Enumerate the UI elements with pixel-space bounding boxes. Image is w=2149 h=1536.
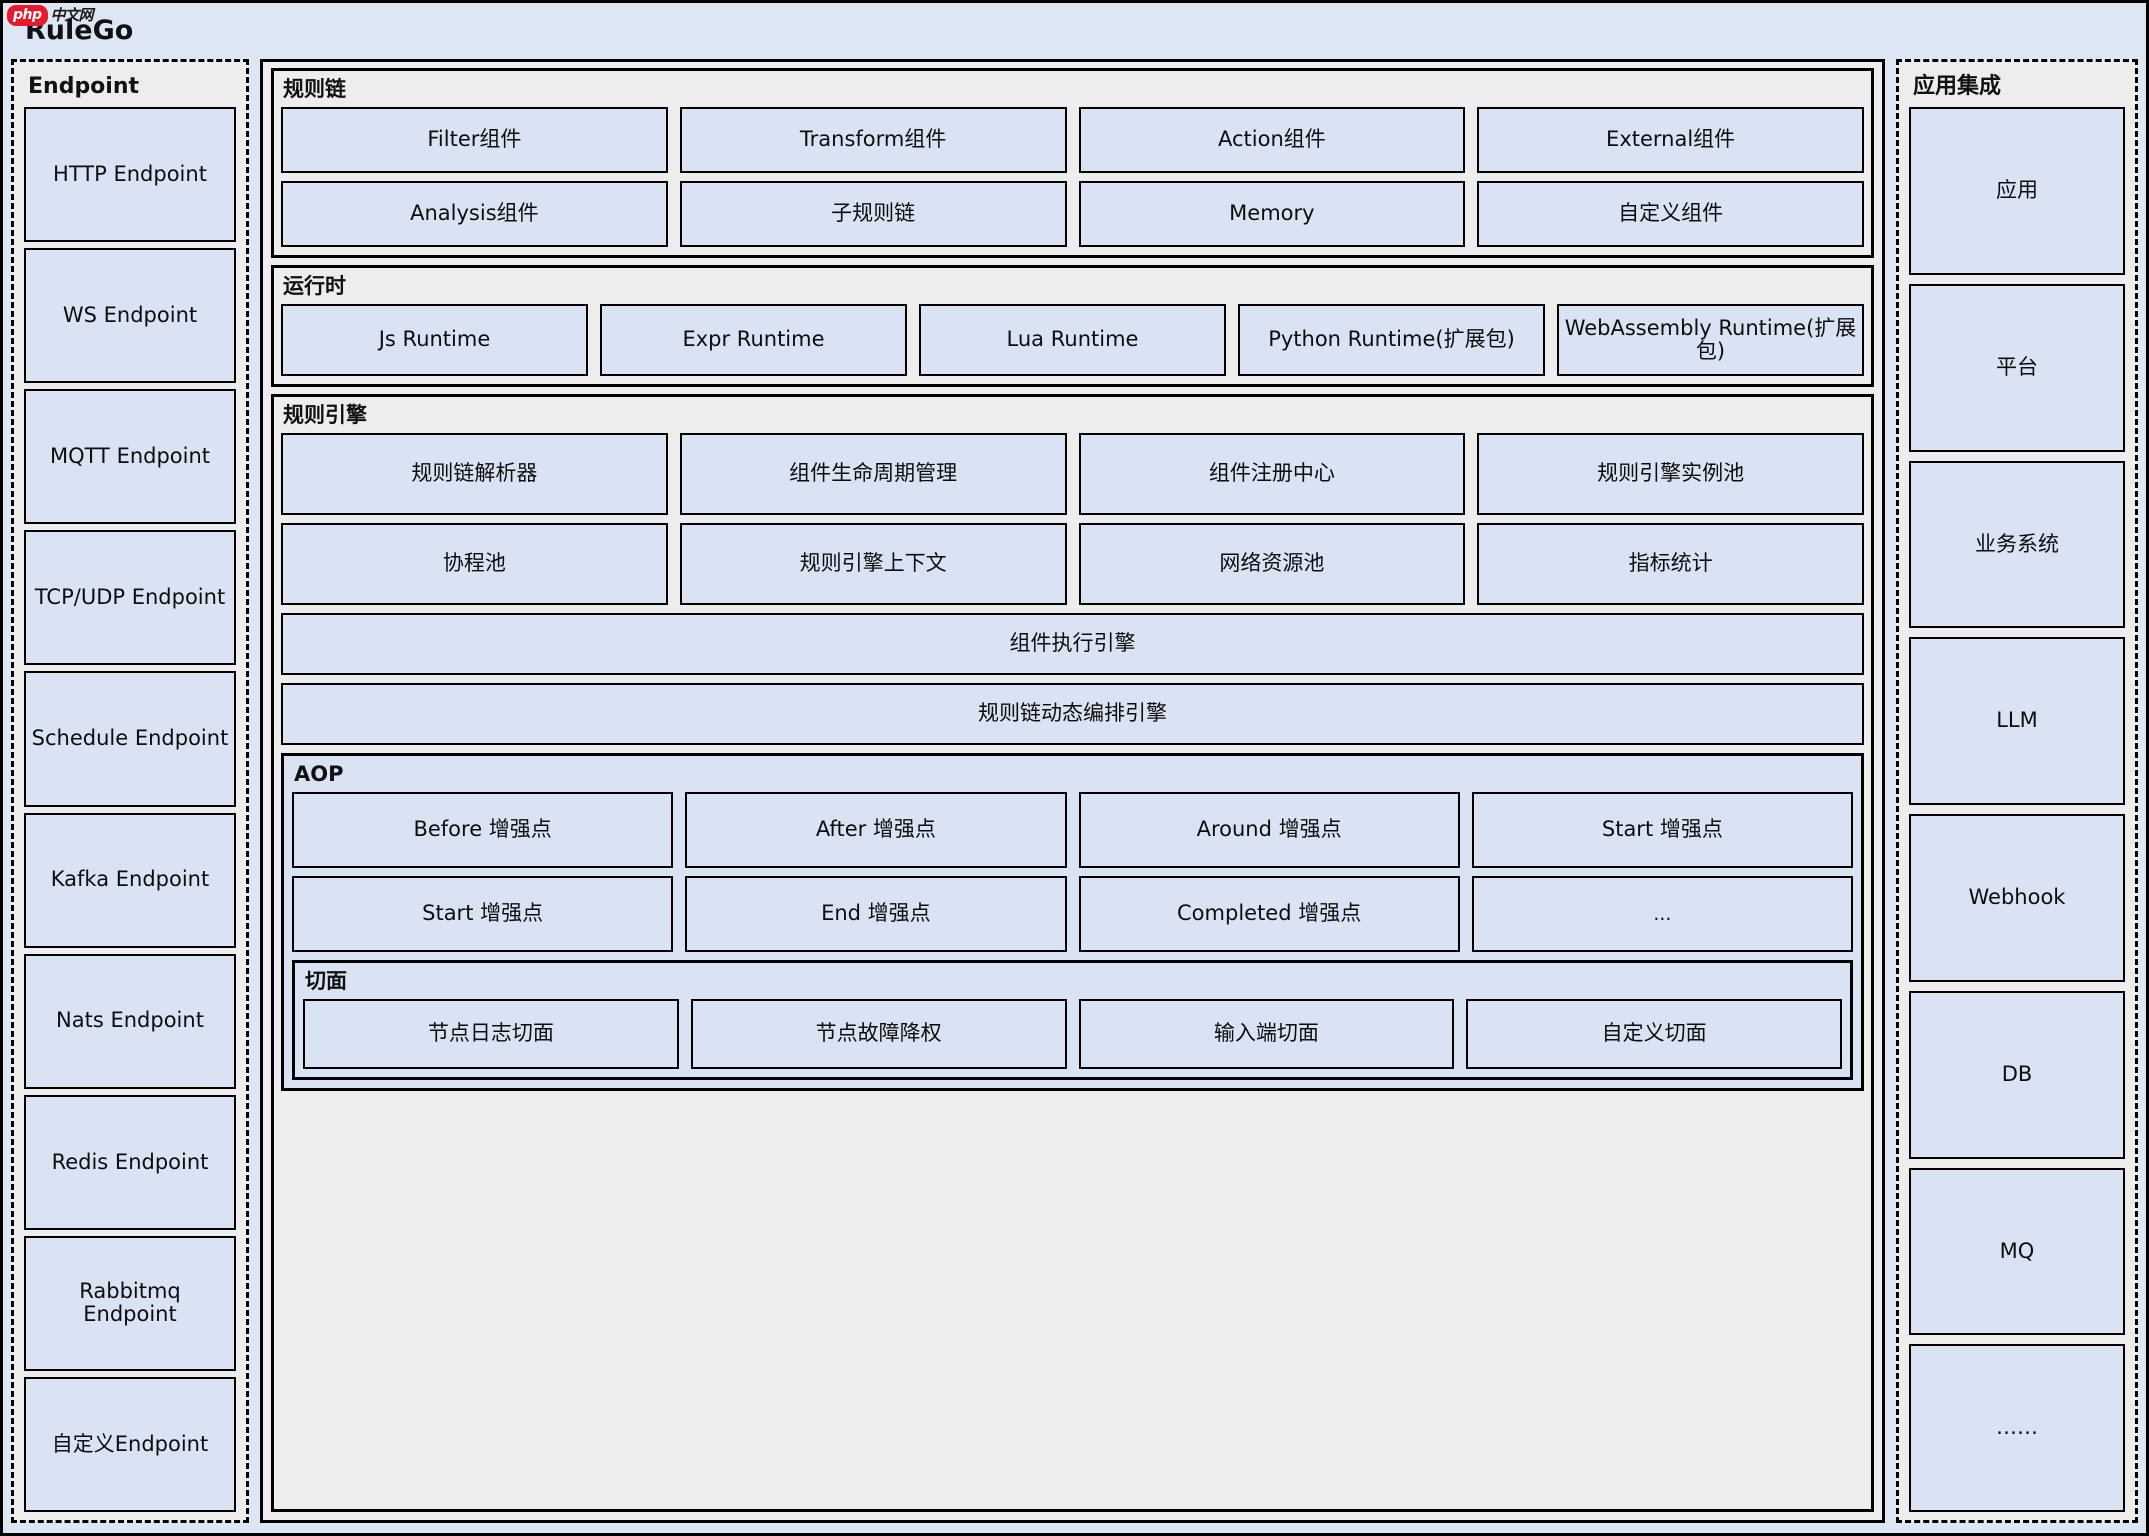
aspect-row: 节点日志切面 节点故障降权 输入端切面 自定义切面	[303, 999, 1842, 1070]
aop-end-point[interactable]: End 增强点	[685, 876, 1067, 953]
aspect-panel: 切面 节点日志切面 节点故障降权 输入端切面 自定义切面	[292, 960, 1853, 1081]
app-integration-title: 应用集成	[1913, 74, 2002, 99]
rule-engine-row-1: 规则链解析器 组件生命周期管理 组件注册中心 规则引擎实例池	[281, 433, 1864, 516]
aspect-title: 切面	[305, 969, 347, 994]
rule-engine-component-exec-engine[interactable]: 组件执行引擎	[281, 613, 1864, 676]
endpoint-item-ws[interactable]: WS Endpoint	[24, 248, 236, 384]
rule-chain-memory[interactable]: Memory	[1078, 181, 1466, 248]
aop-before-point[interactable]: Before 增强点	[292, 792, 674, 869]
rule-chain-analysis-component[interactable]: Analysis组件	[281, 181, 668, 248]
rule-engine-context[interactable]: 规则引擎上下文	[679, 523, 1067, 606]
aspect-node-log[interactable]: 节点日志切面	[303, 999, 679, 1070]
aop-title: AOP	[294, 762, 344, 787]
runtime-python[interactable]: Python Runtime(扩展包)	[1238, 304, 1545, 377]
aop-around-point[interactable]: Around 增强点	[1078, 792, 1460, 869]
rule-chain-sub-chain[interactable]: 子规则链	[679, 181, 1067, 248]
endpoint-group: Endpoint HTTP Endpoint WS Endpoint MQTT …	[11, 59, 249, 1523]
column-app-integration: 应用集成 应用 平台 业务系统 LLM Webhook DB MQ ……	[1896, 59, 2138, 1523]
runtime-webassembly[interactable]: WebAssembly Runtime(扩展包)	[1557, 304, 1864, 377]
rule-engine-instance-pool[interactable]: 规则引擎实例池	[1477, 433, 1864, 516]
aspect-node-fault-down[interactable]: 节点故障降权	[690, 999, 1067, 1070]
rule-engine-goroutine-pool[interactable]: 协程池	[281, 523, 668, 606]
aop-completed-point[interactable]: Completed 增强点	[1078, 876, 1460, 953]
rule-engine-title: 规则引擎	[283, 403, 367, 428]
app-integration-item-app[interactable]: 应用	[1909, 107, 2125, 275]
runtime-js[interactable]: Js Runtime	[281, 304, 588, 377]
runtime-panel: 运行时 Js Runtime Expr Runtime Lua Runtime …	[271, 265, 1874, 388]
runtime-title: 运行时	[283, 274, 346, 299]
app-integration-item-db[interactable]: DB	[1909, 990, 2125, 1159]
rule-chain-panel: 规则链 Filter组件 Transform组件 Action组件 Extern…	[271, 68, 1874, 259]
endpoint-item-tcp-udp[interactable]: TCP/UDP Endpoint	[24, 530, 236, 666]
column-endpoint: Endpoint HTTP Endpoint WS Endpoint MQTT …	[11, 59, 249, 1523]
page-title: RuleGo	[25, 15, 134, 46]
aop-after-point[interactable]: After 增强点	[685, 792, 1067, 869]
rule-engine-metrics[interactable]: 指标统计	[1477, 523, 1864, 606]
aop-panel: AOP Before 增强点 After 增强点 Around 增强点 Star…	[281, 753, 1864, 1092]
app-integration-item-platform[interactable]: 平台	[1909, 283, 2125, 452]
aop-start-point[interactable]: Start 增强点	[1471, 792, 1853, 869]
rule-chain-action-component[interactable]: Action组件	[1078, 107, 1466, 174]
rule-engine-component-registry[interactable]: 组件注册中心	[1078, 433, 1466, 516]
rule-engine-network-pool[interactable]: 网络资源池	[1078, 523, 1466, 606]
aspect-input-side[interactable]: 输入端切面	[1078, 999, 1455, 1070]
rule-engine-panel: 规则引擎 规则链解析器 组件生命周期管理 组件注册中心 规则引擎实例池 协程池 …	[271, 394, 1874, 1512]
aop-row-1: Before 增强点 After 增强点 Around 增强点 Start 增强…	[292, 792, 1853, 869]
endpoint-item-schedule[interactable]: Schedule Endpoint	[24, 671, 236, 807]
diagram-columns: Endpoint HTTP Endpoint WS Endpoint MQTT …	[11, 59, 2138, 1523]
rule-chain-filter-component[interactable]: Filter组件	[281, 107, 668, 174]
app-integration-item-business[interactable]: 业务系统	[1909, 460, 2125, 629]
app-integration-group: 应用集成 应用 平台 业务系统 LLM Webhook DB MQ ……	[1896, 59, 2138, 1523]
rule-engine-component-lifecycle[interactable]: 组件生命周期管理	[679, 433, 1067, 516]
endpoint-item-kafka[interactable]: Kafka Endpoint	[24, 812, 236, 948]
column-core: 规则链 Filter组件 Transform组件 Action组件 Extern…	[260, 59, 1885, 1523]
core-group: 规则链 Filter组件 Transform组件 Action组件 Extern…	[260, 59, 1885, 1523]
rule-engine-row-2: 协程池 规则引擎上下文 网络资源池 指标统计	[281, 523, 1864, 606]
endpoint-title: Endpoint	[28, 74, 140, 99]
endpoint-item-mqtt[interactable]: MQTT Endpoint	[24, 389, 236, 525]
endpoint-item-redis[interactable]: Redis Endpoint	[24, 1094, 236, 1230]
rule-chain-custom-component[interactable]: 自定义组件	[1477, 181, 1864, 248]
app-integration-item-more[interactable]: ……	[1909, 1344, 2125, 1512]
endpoint-item-custom[interactable]: 自定义Endpoint	[24, 1376, 236, 1513]
endpoint-item-nats[interactable]: Nats Endpoint	[24, 953, 236, 1089]
rule-chain-transform-component[interactable]: Transform组件	[679, 107, 1067, 174]
runtime-row: Js Runtime Expr Runtime Lua Runtime Pyth…	[281, 304, 1864, 377]
rule-chain-row-1: Filter组件 Transform组件 Action组件 External组件	[281, 107, 1864, 174]
endpoint-list: HTTP Endpoint WS Endpoint MQTT Endpoint …	[24, 107, 236, 1513]
endpoint-item-rabbitmq[interactable]: Rabbitmq Endpoint	[24, 1235, 236, 1371]
rule-engine-dynamic-orchestration-engine[interactable]: 规则链动态编排引擎	[281, 683, 1864, 746]
app-integration-item-llm[interactable]: LLM	[1909, 637, 2125, 806]
runtime-lua[interactable]: Lua Runtime	[919, 304, 1226, 377]
aop-more-point[interactable]: ...	[1471, 876, 1853, 953]
aop-row-2: Start 增强点 End 增强点 Completed 增强点 ...	[292, 876, 1853, 953]
aspect-custom[interactable]: 自定义切面	[1466, 999, 1842, 1070]
rule-chain-external-component[interactable]: External组件	[1477, 107, 1864, 174]
rule-chain-title: 规则链	[283, 77, 346, 101]
app-integration-item-webhook[interactable]: Webhook	[1909, 814, 2125, 982]
endpoint-item-http[interactable]: HTTP Endpoint	[24, 107, 236, 243]
app-integration-item-mq[interactable]: MQ	[1909, 1167, 2125, 1336]
aop-start-point-2[interactable]: Start 增强点	[292, 876, 674, 953]
rule-engine-chain-parser[interactable]: 规则链解析器	[281, 433, 668, 516]
app-integration-list: 应用 平台 业务系统 LLM Webhook DB MQ ……	[1909, 107, 2125, 1512]
runtime-expr[interactable]: Expr Runtime	[600, 304, 907, 377]
rule-chain-row-2: Analysis组件 子规则链 Memory 自定义组件	[281, 181, 1864, 248]
